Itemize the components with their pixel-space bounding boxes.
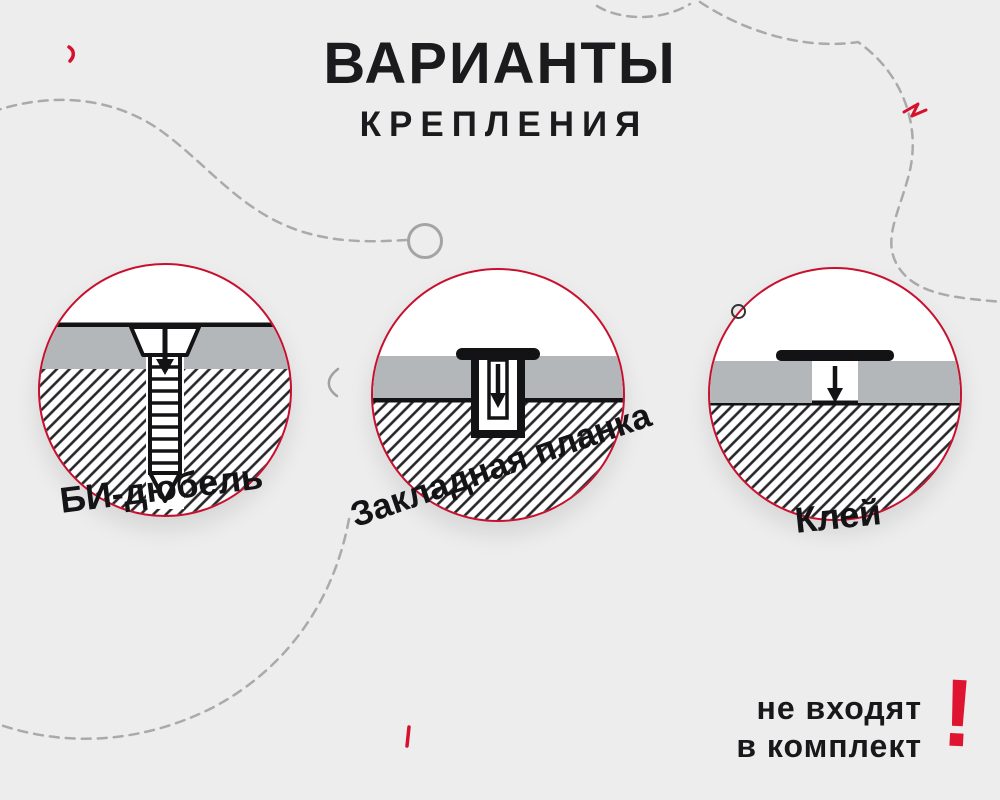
red-tick-top-left [67, 45, 75, 63]
u-channel [471, 356, 525, 438]
embedded-plank-diagram [373, 348, 623, 520]
circle-outline-decor [407, 223, 443, 259]
title-line1: ВАРИАНТЫ [323, 31, 677, 96]
page-title: ВАРИАНТЫ КРЕПЛЕНИЯ [0, 30, 1000, 145]
panel-left [710, 361, 812, 403]
glue-diagram [710, 350, 960, 519]
option-label-glue: Клей [792, 491, 884, 541]
dashed-curve-left [0, 98, 408, 243]
note-line2: в комплект [736, 727, 922, 764]
dashed-curve-top-center [595, 2, 692, 19]
not-included-note: не входят в комплект [736, 690, 922, 766]
panel-right [184, 327, 290, 369]
dashed-curve-bottom [0, 517, 351, 740]
panel-right [525, 356, 623, 398]
dowel-tip [148, 471, 182, 503]
red-tick-bottom [405, 725, 411, 748]
down-arrow-icon [490, 364, 506, 408]
small-arc-decor [327, 367, 340, 398]
note-line1: не входят [756, 690, 922, 726]
red-squiggle-top-right [902, 102, 928, 118]
panel-left [40, 327, 146, 369]
panel-right [858, 361, 960, 403]
down-arrow-icon [156, 328, 174, 375]
option-circle-embedded-plank [371, 268, 625, 522]
panel-left [373, 356, 471, 398]
small-ring-decor [731, 304, 746, 319]
profile-cap [456, 348, 540, 360]
down-arrow-icon [827, 366, 843, 403]
dashed-curve-right [698, 0, 1000, 304]
option-circle-glue [708, 267, 962, 521]
title-line2: КРЕПЛЕНИЯ [359, 105, 649, 144]
exclamation-icon: ! [939, 659, 977, 768]
flat-profile [776, 350, 894, 361]
